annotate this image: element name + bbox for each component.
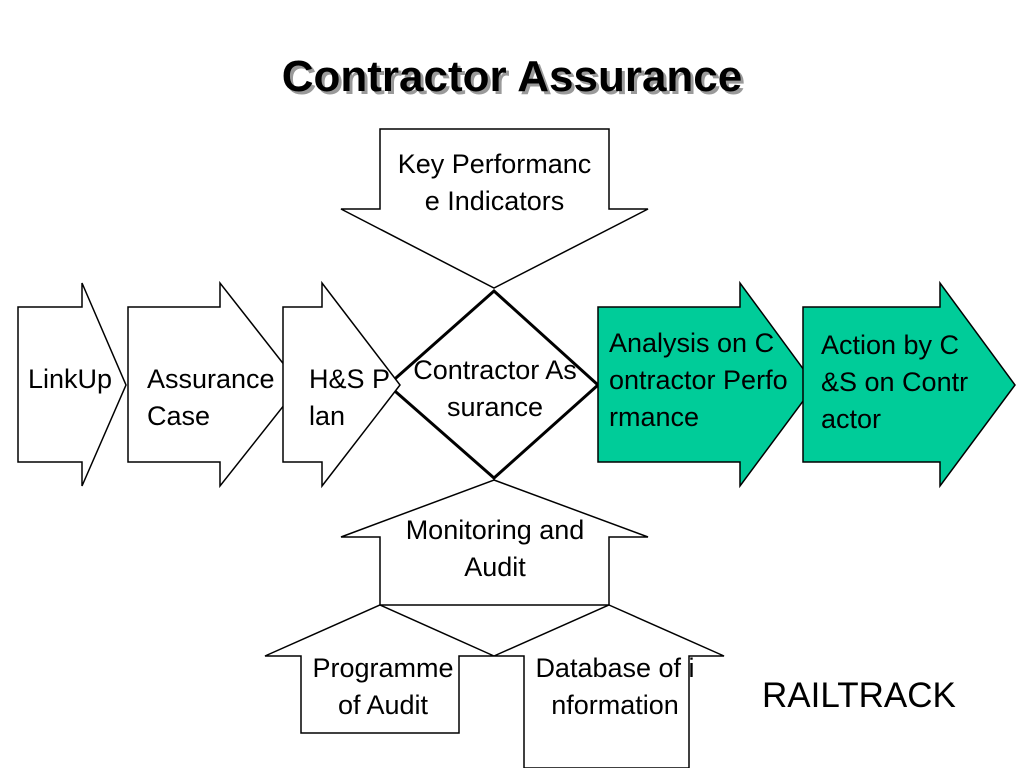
hs-plan-label: H&S Plan: [309, 364, 391, 431]
kpi-arrow-shape: [340, 128, 649, 289]
contractor-assurance-diamond: [385, 288, 601, 481]
kpi-label: Key Performance Indicators: [397, 149, 592, 216]
action-label: Action by C&S on Contractor: [821, 330, 969, 434]
programme-label: Programme of Audit: [312, 653, 454, 720]
monitoring-label: Monitoring and Audit: [405, 515, 585, 582]
contractor-assurance-label: Contractor Assurance: [413, 355, 577, 422]
linkup-arrow-shape: [17, 282, 127, 487]
assurance-case-arrow-shape: [127, 280, 301, 489]
database-arrow-shape: [493, 604, 725, 768]
programme-arrow-shape: [264, 604, 495, 734]
linkup-label: LinkUp: [28, 364, 113, 394]
page-title: Contractor Assurance: [281, 52, 743, 101]
analysis-arrow-shape: [597, 280, 816, 489]
railtrack-logo-text: RAILTRACK: [762, 676, 956, 715]
action-arrow-shape: [802, 280, 1016, 489]
monitoring-arrow-shape: [340, 479, 649, 606]
analysis-label: Analysis on Contractor Performance: [609, 328, 788, 432]
database-label: Database of information: [535, 653, 695, 720]
hs-plan-arrow-shape: [282, 280, 401, 489]
assurance-case-label: Assurance Case: [147, 364, 275, 431]
